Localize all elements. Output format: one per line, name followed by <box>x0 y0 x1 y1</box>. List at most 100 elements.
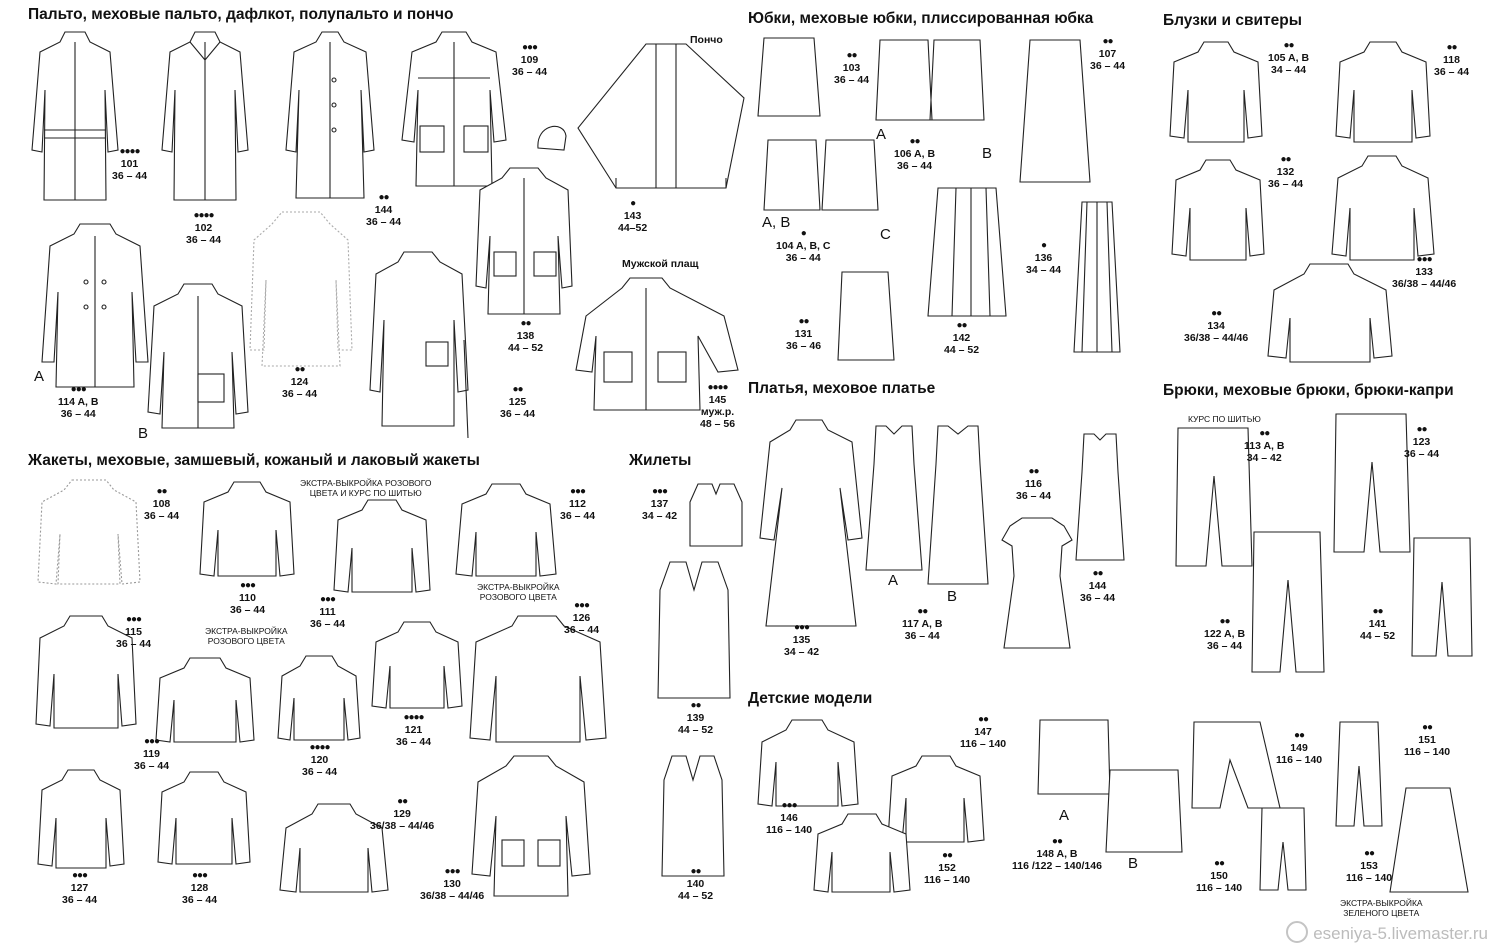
mens-raincoat-sketch <box>575 277 739 411</box>
poncho-sketch <box>577 43 745 189</box>
pleated-skirt-sketch <box>927 187 1007 317</box>
dress-sketch <box>865 425 923 571</box>
sweater-sketch <box>1331 155 1435 261</box>
kids-skirt-sketch <box>1105 769 1183 853</box>
dress-sketch <box>1001 517 1073 649</box>
kids-shirt-sketch <box>887 755 985 843</box>
blouse-sketch <box>1171 159 1265 261</box>
long-skirt-sketch <box>1019 39 1091 183</box>
section-title-trousers: Брюки, меховые брюки, брюки-капри <box>1163 382 1454 399</box>
section-title-blouses: Блузки и свитеры <box>1163 12 1302 29</box>
trousers-sketch <box>1251 531 1325 673</box>
jacket-sketch <box>157 771 251 865</box>
double-breasted-coat-sketch <box>41 223 149 388</box>
long-dress-sketch <box>759 419 863 627</box>
variant-letter-b: B <box>947 588 958 605</box>
fur-jacket-sketch <box>37 479 141 585</box>
duffle-coat-138-sketch <box>475 167 573 315</box>
coat-sketch <box>31 31 119 201</box>
subtitle-poncho: Пончо <box>690 34 723 46</box>
jacket-sketch <box>279 803 389 893</box>
kids-blouse-sketch <box>813 813 911 893</box>
jacket-sketch <box>199 481 295 577</box>
dress-sketch <box>1075 433 1125 561</box>
coat-belt-sketch <box>369 251 469 439</box>
variant-letter-a: A <box>34 368 45 385</box>
kids-shirt-sketch <box>757 719 859 807</box>
blouse-sketch <box>1335 41 1431 143</box>
variant-letter-b: B <box>982 145 993 162</box>
kids-flare-trousers-sketch <box>1335 721 1383 827</box>
variant-letter-ab: A, B <box>762 214 791 231</box>
coat-sketch <box>161 31 249 201</box>
jacket-sketch <box>37 769 125 869</box>
section-title-skirts: Юбки, меховые юбки, плиссированная юбка <box>748 10 1094 27</box>
trousers-sketch <box>1175 427 1253 567</box>
note-sewing-course: КУРС ПО ШИТЬЮ <box>1188 414 1261 424</box>
variant-letter-b: B <box>1128 855 1139 872</box>
jacket-sketch <box>333 499 431 593</box>
dress-sketch <box>927 425 989 585</box>
watermark: eseniya-5.livemaster.ru <box>1286 921 1488 944</box>
coat-jacket-sketch <box>471 755 591 897</box>
variant-letter-a: A <box>888 572 899 589</box>
sweater-sketch <box>1267 263 1393 363</box>
subtitle-mens-raincoat: Мужской плащ <box>622 258 699 270</box>
jacket-sketch <box>469 615 607 743</box>
capri-trousers-sketch <box>1411 537 1473 657</box>
skirt-sketch <box>875 39 985 121</box>
blouse-sketch <box>1169 41 1263 143</box>
section-title-jackets: Жакеты, меховые, замшевый, кожаный и лак… <box>28 452 480 469</box>
hood-sketch <box>537 125 567 151</box>
variant-letter-c: C <box>880 226 891 243</box>
jacket-sketch <box>35 615 137 729</box>
skirt-sketch <box>837 271 895 361</box>
vest-sketch <box>661 755 725 877</box>
coat-sketch <box>285 31 375 199</box>
skirt-sketch <box>763 139 879 211</box>
skirt-sketch <box>757 37 821 117</box>
variant-letter-a: A <box>876 126 887 143</box>
